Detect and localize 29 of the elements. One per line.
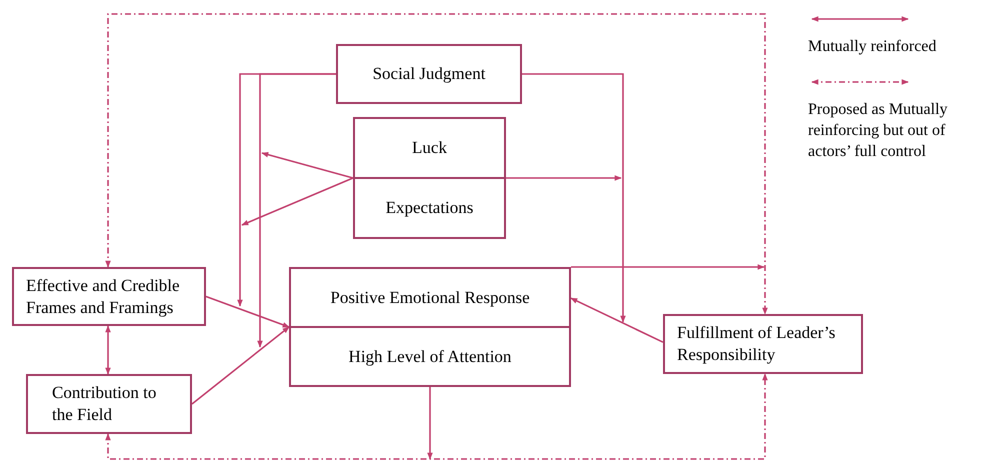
arrow xyxy=(506,175,622,181)
arrow xyxy=(261,152,354,179)
legend-text: Proposed as Mutually reinforcing but out of actors’ full control xyxy=(808,100,949,162)
process-box xyxy=(26,374,192,434)
arrow xyxy=(192,326,290,405)
box-label: Fulfillment of Leader’s Responsibility xyxy=(677,322,836,366)
arrow xyxy=(105,373,768,460)
process-box xyxy=(353,117,506,239)
process-box xyxy=(12,267,206,326)
arrow xyxy=(257,73,336,348)
process-box xyxy=(663,314,863,374)
process-box xyxy=(336,44,522,104)
box-label: Positive Emotional Response xyxy=(330,286,530,308)
arrow xyxy=(571,264,765,270)
box-label: Effective and Credible Frames and Framings xyxy=(26,274,181,318)
arrow xyxy=(206,296,290,328)
arrow xyxy=(570,297,664,343)
box-label: Contribution to the Field xyxy=(52,382,158,426)
legend-text: Mutually reinforced xyxy=(808,37,938,57)
arrow xyxy=(241,177,354,226)
box-label: Expectations xyxy=(386,197,474,219)
arrow xyxy=(522,73,626,323)
box-label: High Level of Attention xyxy=(348,346,512,368)
arrow xyxy=(105,325,111,375)
arrow xyxy=(105,13,768,315)
process-box xyxy=(289,267,571,387)
arrow xyxy=(427,387,433,460)
box-label: Social Judgment xyxy=(372,63,486,85)
box-label: Luck xyxy=(412,137,447,159)
